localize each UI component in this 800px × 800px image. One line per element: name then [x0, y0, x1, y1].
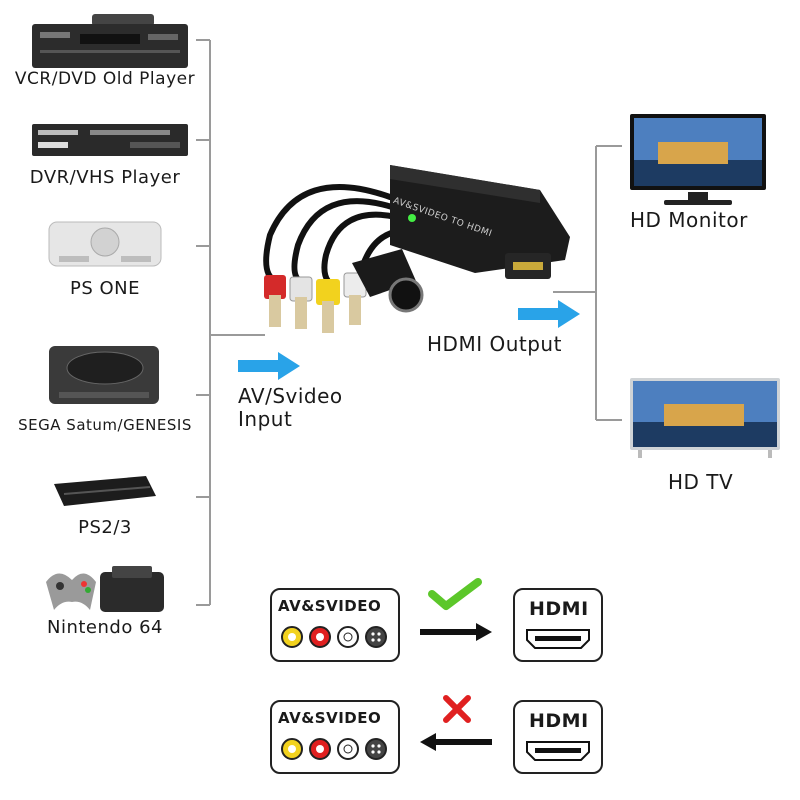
hdmi-port-icon [526, 629, 590, 649]
input-label-line2: Input [238, 407, 293, 431]
input-label-line1: AV/Svideo [238, 384, 343, 408]
cross-icon [443, 695, 471, 723]
hdmi-box-supported: HDMI [513, 588, 603, 662]
hdmi-port-icon [526, 741, 590, 761]
ps-one-console-icon [48, 221, 162, 267]
n64-console-icon [46, 566, 164, 612]
source-label-dvr: DVR/VHS Player [29, 167, 181, 188]
tv-icon [630, 378, 780, 458]
vhs-player-icon [32, 124, 188, 156]
sega-console-icon [49, 346, 159, 404]
hdmi-box-label: HDMI [529, 598, 589, 620]
source-label-ps-one: PS ONE [69, 278, 140, 299]
av-svideo-box-unsupported: AV&SVIDEO [270, 700, 400, 774]
source-label-n64: Nintendo 64 [47, 617, 163, 638]
output-label: HDMI Output [427, 332, 562, 356]
hdmi-box-unsupported: HDMI [513, 700, 603, 774]
input-arrow-icon [238, 352, 300, 380]
converter-device [263, 165, 570, 333]
ps2-console-icon [54, 476, 156, 506]
right-arrow-icon [420, 623, 492, 641]
source-label-ps2: PS2/3 [78, 517, 132, 538]
rca-ports-icon [281, 738, 387, 760]
monitor-icon [630, 114, 766, 205]
input-label: AV/Svideo Input [238, 385, 343, 431]
check-icon [428, 578, 482, 610]
display-label-monitor: HD Monitor [630, 208, 748, 232]
left-arrow-icon [420, 733, 492, 751]
vcr-icon [32, 14, 188, 68]
source-label-vcr: VCR/DVD Old Player [14, 69, 196, 89]
rca-ports-icon [281, 626, 387, 648]
display-label-tv: HD TV [668, 470, 734, 494]
output-arrow-icon [518, 300, 580, 328]
source-label-sega: SEGA Satum/GENESIS [18, 416, 192, 434]
av-svideo-box-label: AV&SVIDEO [278, 709, 382, 727]
hdmi-box-label: HDMI [529, 710, 589, 732]
av-svideo-box-label: AV&SVIDEO [278, 597, 382, 615]
av-svideo-box-supported: AV&SVIDEO [270, 588, 400, 662]
